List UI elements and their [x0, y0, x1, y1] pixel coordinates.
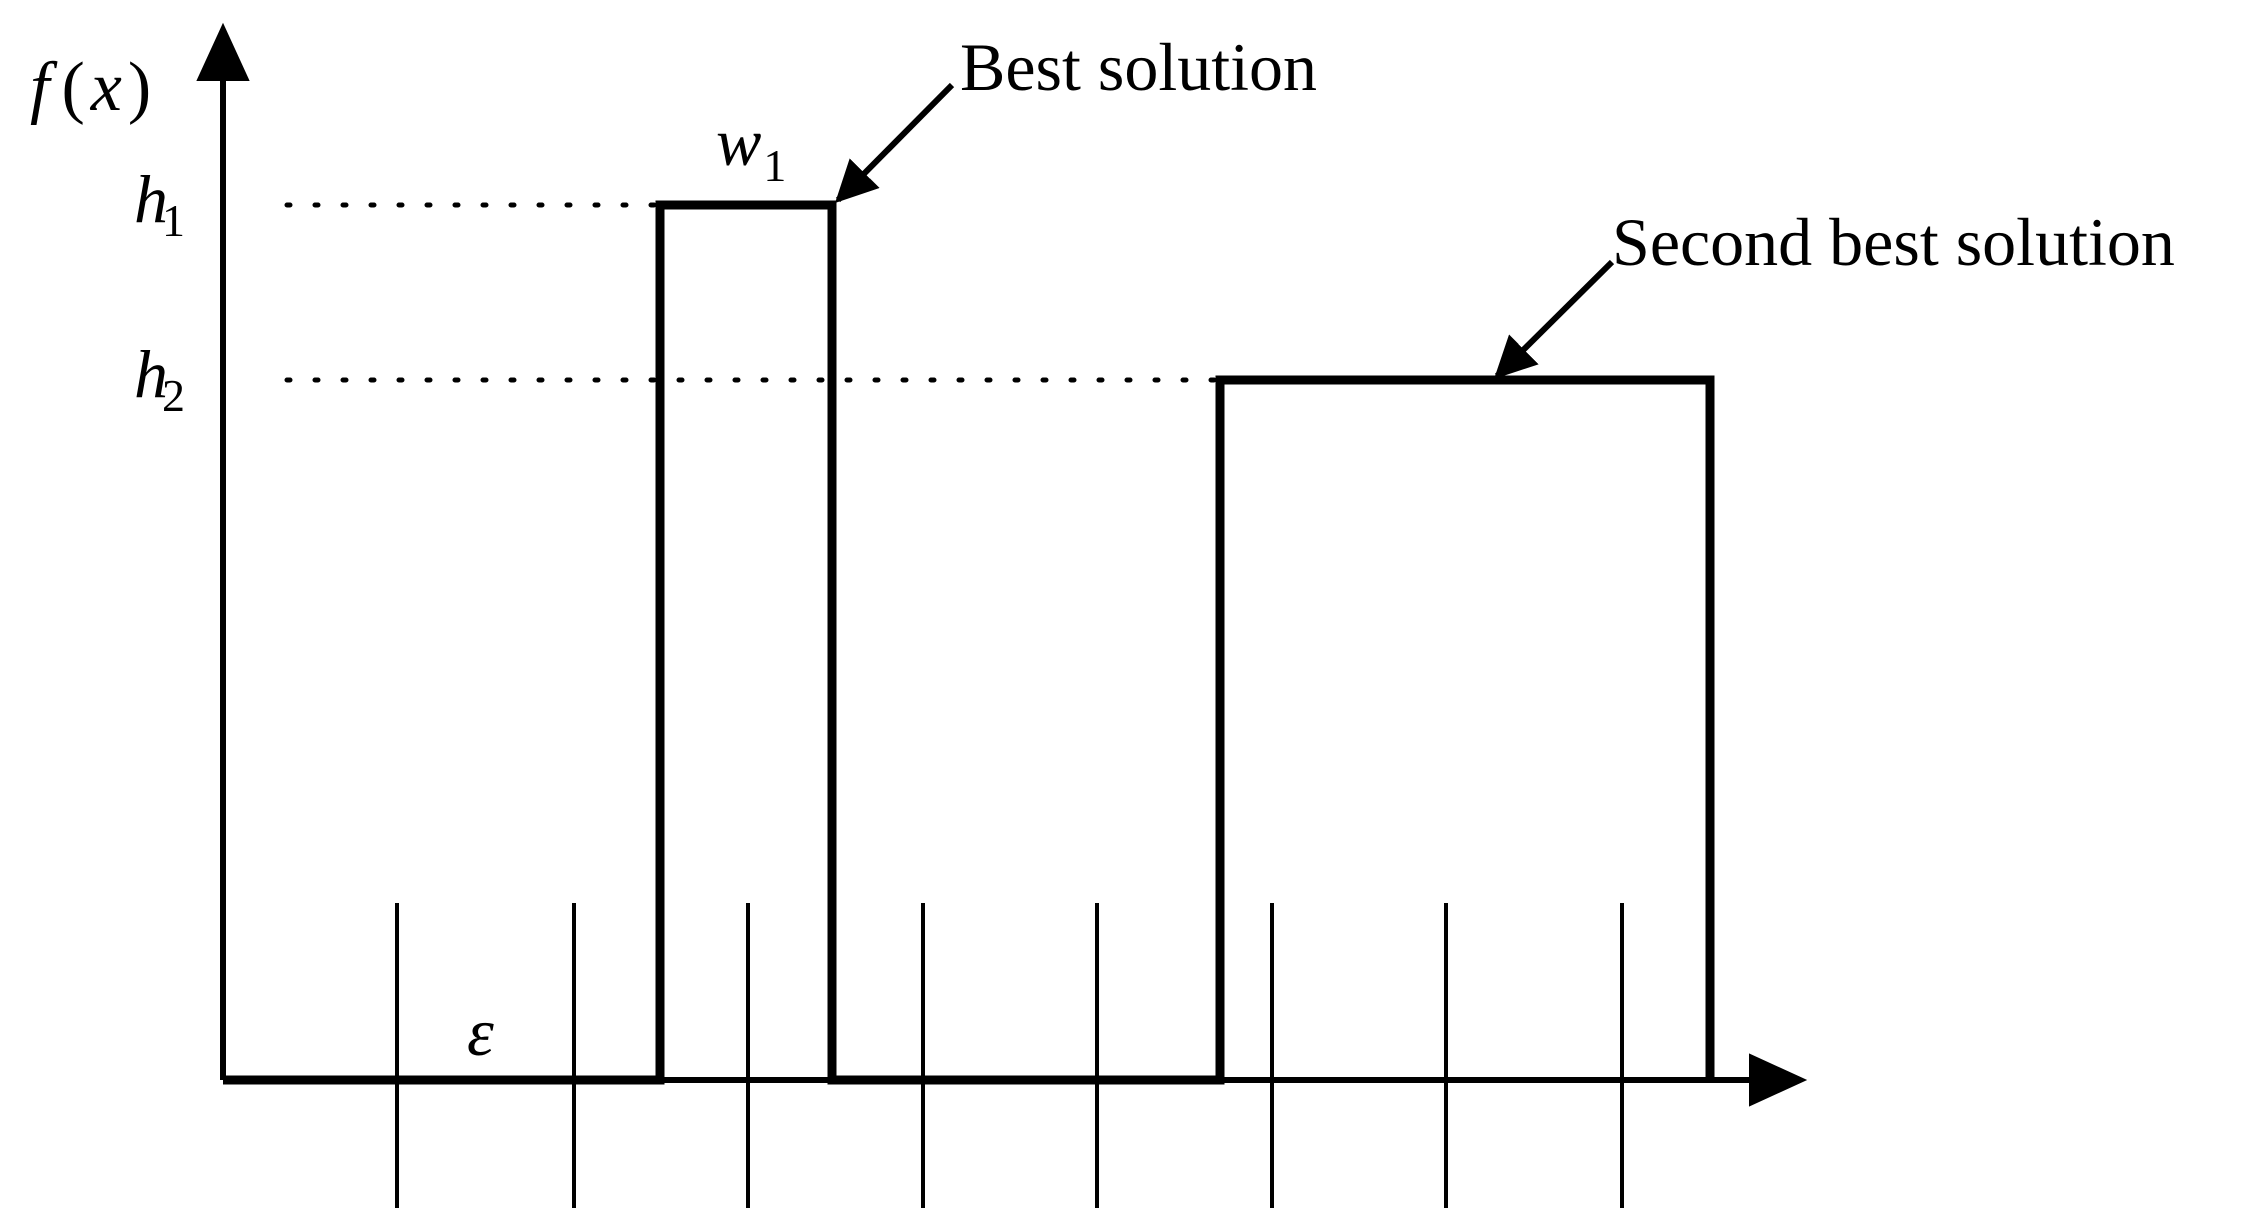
- second-best-solution-arrow: [1494, 259, 1615, 379]
- function-curve: [223, 200, 1715, 1085]
- y-axis-label: f(x): [30, 49, 151, 126]
- y-axis-arrowhead: [196, 22, 250, 81]
- second-best-solution-label: Second best solution: [1612, 204, 2175, 280]
- w1-label: w1: [716, 104, 786, 191]
- x-axis-arrowhead: [1749, 1053, 1808, 1107]
- h2-label: h2: [134, 336, 185, 421]
- annotation-arrows: [835, 82, 1615, 379]
- best-solution-arrow: [835, 82, 955, 203]
- best-solution-label: Best solution: [960, 29, 1317, 105]
- epsilon-label: ε: [467, 994, 494, 1070]
- h1-label: h1: [134, 161, 185, 246]
- epsilon-partition-ticks: [395, 903, 1624, 1208]
- axes: [196, 22, 1808, 1107]
